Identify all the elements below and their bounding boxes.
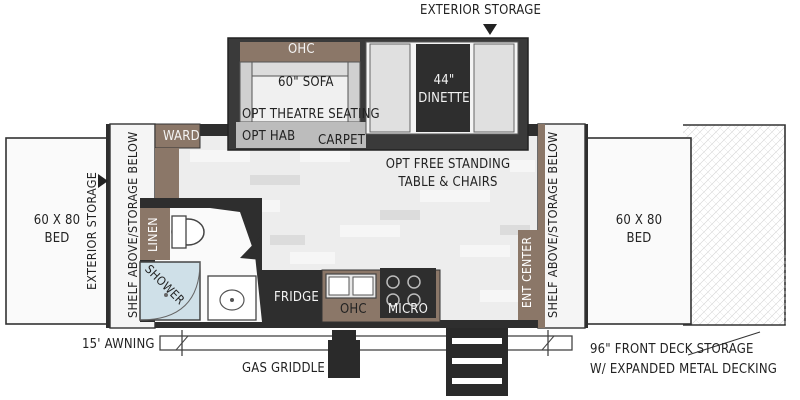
- label-dinette: 44" DINETTE: [418, 73, 470, 106]
- wardrobe: [154, 123, 201, 149]
- label-opt-theatre-seating: OPT THEATRE SEATING: [242, 107, 380, 122]
- slideout: [227, 37, 529, 151]
- label-opt-table-chairs: OPT FREE STANDING TABLE & CHAIRS: [385, 157, 511, 190]
- label-left-bed: 60 X 80 BED: [33, 213, 81, 246]
- label-ward: WARD: [163, 129, 200, 144]
- label-awning: 15' AWNING: [82, 337, 155, 352]
- exterior-storage-arrow-left: [98, 174, 108, 188]
- label-shelf-right: SHELF ABOVE/STORAGE BELOW: [545, 131, 560, 318]
- exterior-storage-arrow-top: [483, 24, 497, 35]
- gas-griddle: [328, 340, 360, 378]
- right-bed: [585, 137, 692, 325]
- fridge: [262, 270, 322, 322]
- shelf-right-trim: [538, 124, 545, 328]
- label-front-deck: 96" FRONT DECK STORAGE W/ EXPANDED METAL…: [590, 342, 778, 377]
- slide-ohc: [240, 42, 360, 62]
- front-deck: [683, 124, 786, 326]
- carpet-area: [236, 122, 366, 148]
- label-gas-griddle: GAS GRIDDLE: [242, 361, 325, 376]
- label-fridge: FRIDGE: [274, 290, 319, 305]
- label-ohc-kitchen: OHC: [340, 302, 367, 317]
- label-exterior-storage-top: EXTERIOR STORAGE: [420, 3, 542, 18]
- label-opt-hab: OPT HAB: [242, 129, 296, 144]
- label-micro: MICRO: [388, 302, 429, 317]
- kitchen: [262, 268, 441, 323]
- entry-steps: [446, 328, 508, 396]
- label-ent-center: ENT CENTER: [520, 236, 534, 308]
- label-linen: LINEN: [145, 216, 160, 252]
- bathroom: [139, 198, 262, 322]
- dinette-table: [416, 44, 470, 132]
- awning: [159, 330, 573, 356]
- label-sofa: 60" SOFA: [278, 75, 334, 90]
- label-right-bed: 60 X 80 BED: [615, 213, 663, 246]
- left-bed: [5, 137, 111, 325]
- label-exterior-storage-left: EXTERIOR STORAGE: [84, 171, 99, 290]
- linen-closet: [140, 208, 170, 260]
- ent-center: [518, 230, 538, 320]
- deck-pointer: [687, 331, 761, 356]
- floor-planks: [190, 150, 535, 302]
- label-shelf-left: SHELF ABOVE/STORAGE BELOW: [125, 131, 140, 318]
- label-ohc-slide: OHC: [288, 42, 315, 57]
- shelf-right: [537, 123, 586, 329]
- label-carpet: CARPET: [318, 133, 366, 148]
